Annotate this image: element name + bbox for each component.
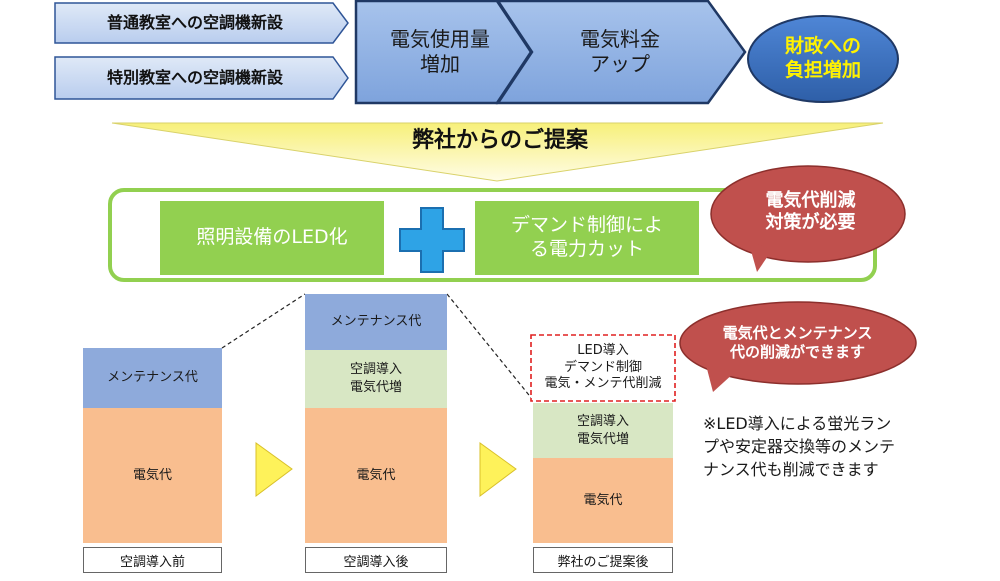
step-label-1: 電気使用量 増加 <box>360 14 520 90</box>
result-ellipse <box>747 15 899 103</box>
proposal-item-1-label: 照明設備のLED化 <box>196 226 348 249</box>
step-1-line-2: 増加 <box>420 52 460 76</box>
bar-after-ac-line-1: 空調導入 <box>349 362 402 378</box>
reduction-dashed-box <box>530 334 676 402</box>
callout-2-line-2: 代の削減ができます <box>729 343 865 361</box>
proposal-item-2-box <box>475 201 699 275</box>
footnote: ※LED導入による蛍光ラン プや安定器交換等のメンテ ナンス代も削減できます <box>703 412 993 482</box>
bar-after-ac-increase: 空調導入 電気代増 <box>305 350 447 408</box>
bar-before-electricity: 電気代 <box>83 408 222 543</box>
proposal-item-2-line-2: る電力カット <box>529 238 644 260</box>
bar-after-electricity: 電気代 <box>305 408 447 543</box>
bar-proposal-reduction-line-1: LED導入 <box>577 342 629 358</box>
proposal-item-2-line-1: デマンド制御によ <box>510 214 663 237</box>
connector-line-left <box>221 293 306 349</box>
footnote-line-2: プや安定器交換等のメンテ <box>703 437 896 457</box>
bar-proposal-reduction: LED導入 デマンド制御 電気・メンテ代削減 <box>533 338 673 398</box>
bar-proposal-caption: 弊社のご提案後 <box>533 547 673 573</box>
bar-after-ac-line-2: 電気代増 <box>349 380 402 395</box>
bar-before-caption: 空調導入前 <box>83 547 222 573</box>
step-1-line-1: 電気使用量 <box>390 27 490 51</box>
bar-proposal-ac-increase: 空調導入 電気代増 <box>533 403 673 458</box>
bar-proposal-ac-line-2: 電気代増 <box>576 431 629 447</box>
bar-proposal-ac-line-1: 空調導入 <box>576 413 629 429</box>
plus-icon <box>399 207 465 273</box>
callout-2-label: 電気代とメンテナンス 代の削減ができます <box>690 316 905 370</box>
result-line-1: 財政への <box>784 35 861 58</box>
step-arrow-2 <box>495 0 747 105</box>
bar-proposal-reduction-line-3: 電気・メンテ代削減 <box>544 376 662 392</box>
cause-arrow-2 <box>54 56 349 100</box>
cause-label-2: 特別教室への空調機新設 <box>106 68 283 87</box>
connector-line-right <box>446 293 534 401</box>
callout-1-line-2: 対策が必要 <box>765 212 856 233</box>
bar-before-maintenance: メンテナンス代 <box>83 348 222 408</box>
proposal-item-2-label: デマンド制御によ る電力カット <box>475 201 699 275</box>
callout-2-line-1: 電気代とメンテナンス <box>722 324 873 343</box>
bar-proposal-reduction-line-2: デマンド制御 <box>563 359 642 375</box>
callout-1-label: 電気代削減 対策が必要 <box>728 180 893 244</box>
bar-after-caption: 空調導入後 <box>305 547 447 573</box>
proposal-banner-triangle <box>111 122 884 182</box>
proposal-item-1-box <box>160 201 384 275</box>
callout-2-bubble <box>679 301 917 392</box>
footnote-line-1: ※LED導入による蛍光ラン <box>703 414 892 433</box>
bar-after-maintenance: メンテナンス代 <box>305 294 447 350</box>
bar-proposal-electricity: 電気代 <box>533 458 673 543</box>
footnote-line-3: ナンス代も削減できます <box>703 460 879 480</box>
transition-arrow-2 <box>479 442 517 497</box>
step-label-2: 電気料金 アップ <box>535 14 705 90</box>
proposal-banner-title: 弊社からのご提案 <box>411 128 588 154</box>
transition-arrow-1 <box>255 442 293 497</box>
step-2-line-1: 電気料金 <box>580 27 660 51</box>
callout-1-bubble <box>710 165 906 272</box>
cause-arrow-1 <box>54 2 349 44</box>
result-label: 財政への 負担増加 <box>752 26 894 92</box>
step-2-line-2: アップ <box>590 52 650 76</box>
result-line-2: 負担増加 <box>784 59 861 81</box>
cause-label-1: 普通教室への空調機新設 <box>106 13 283 32</box>
callout-1-line-1: 電気代削減 <box>765 189 856 211</box>
